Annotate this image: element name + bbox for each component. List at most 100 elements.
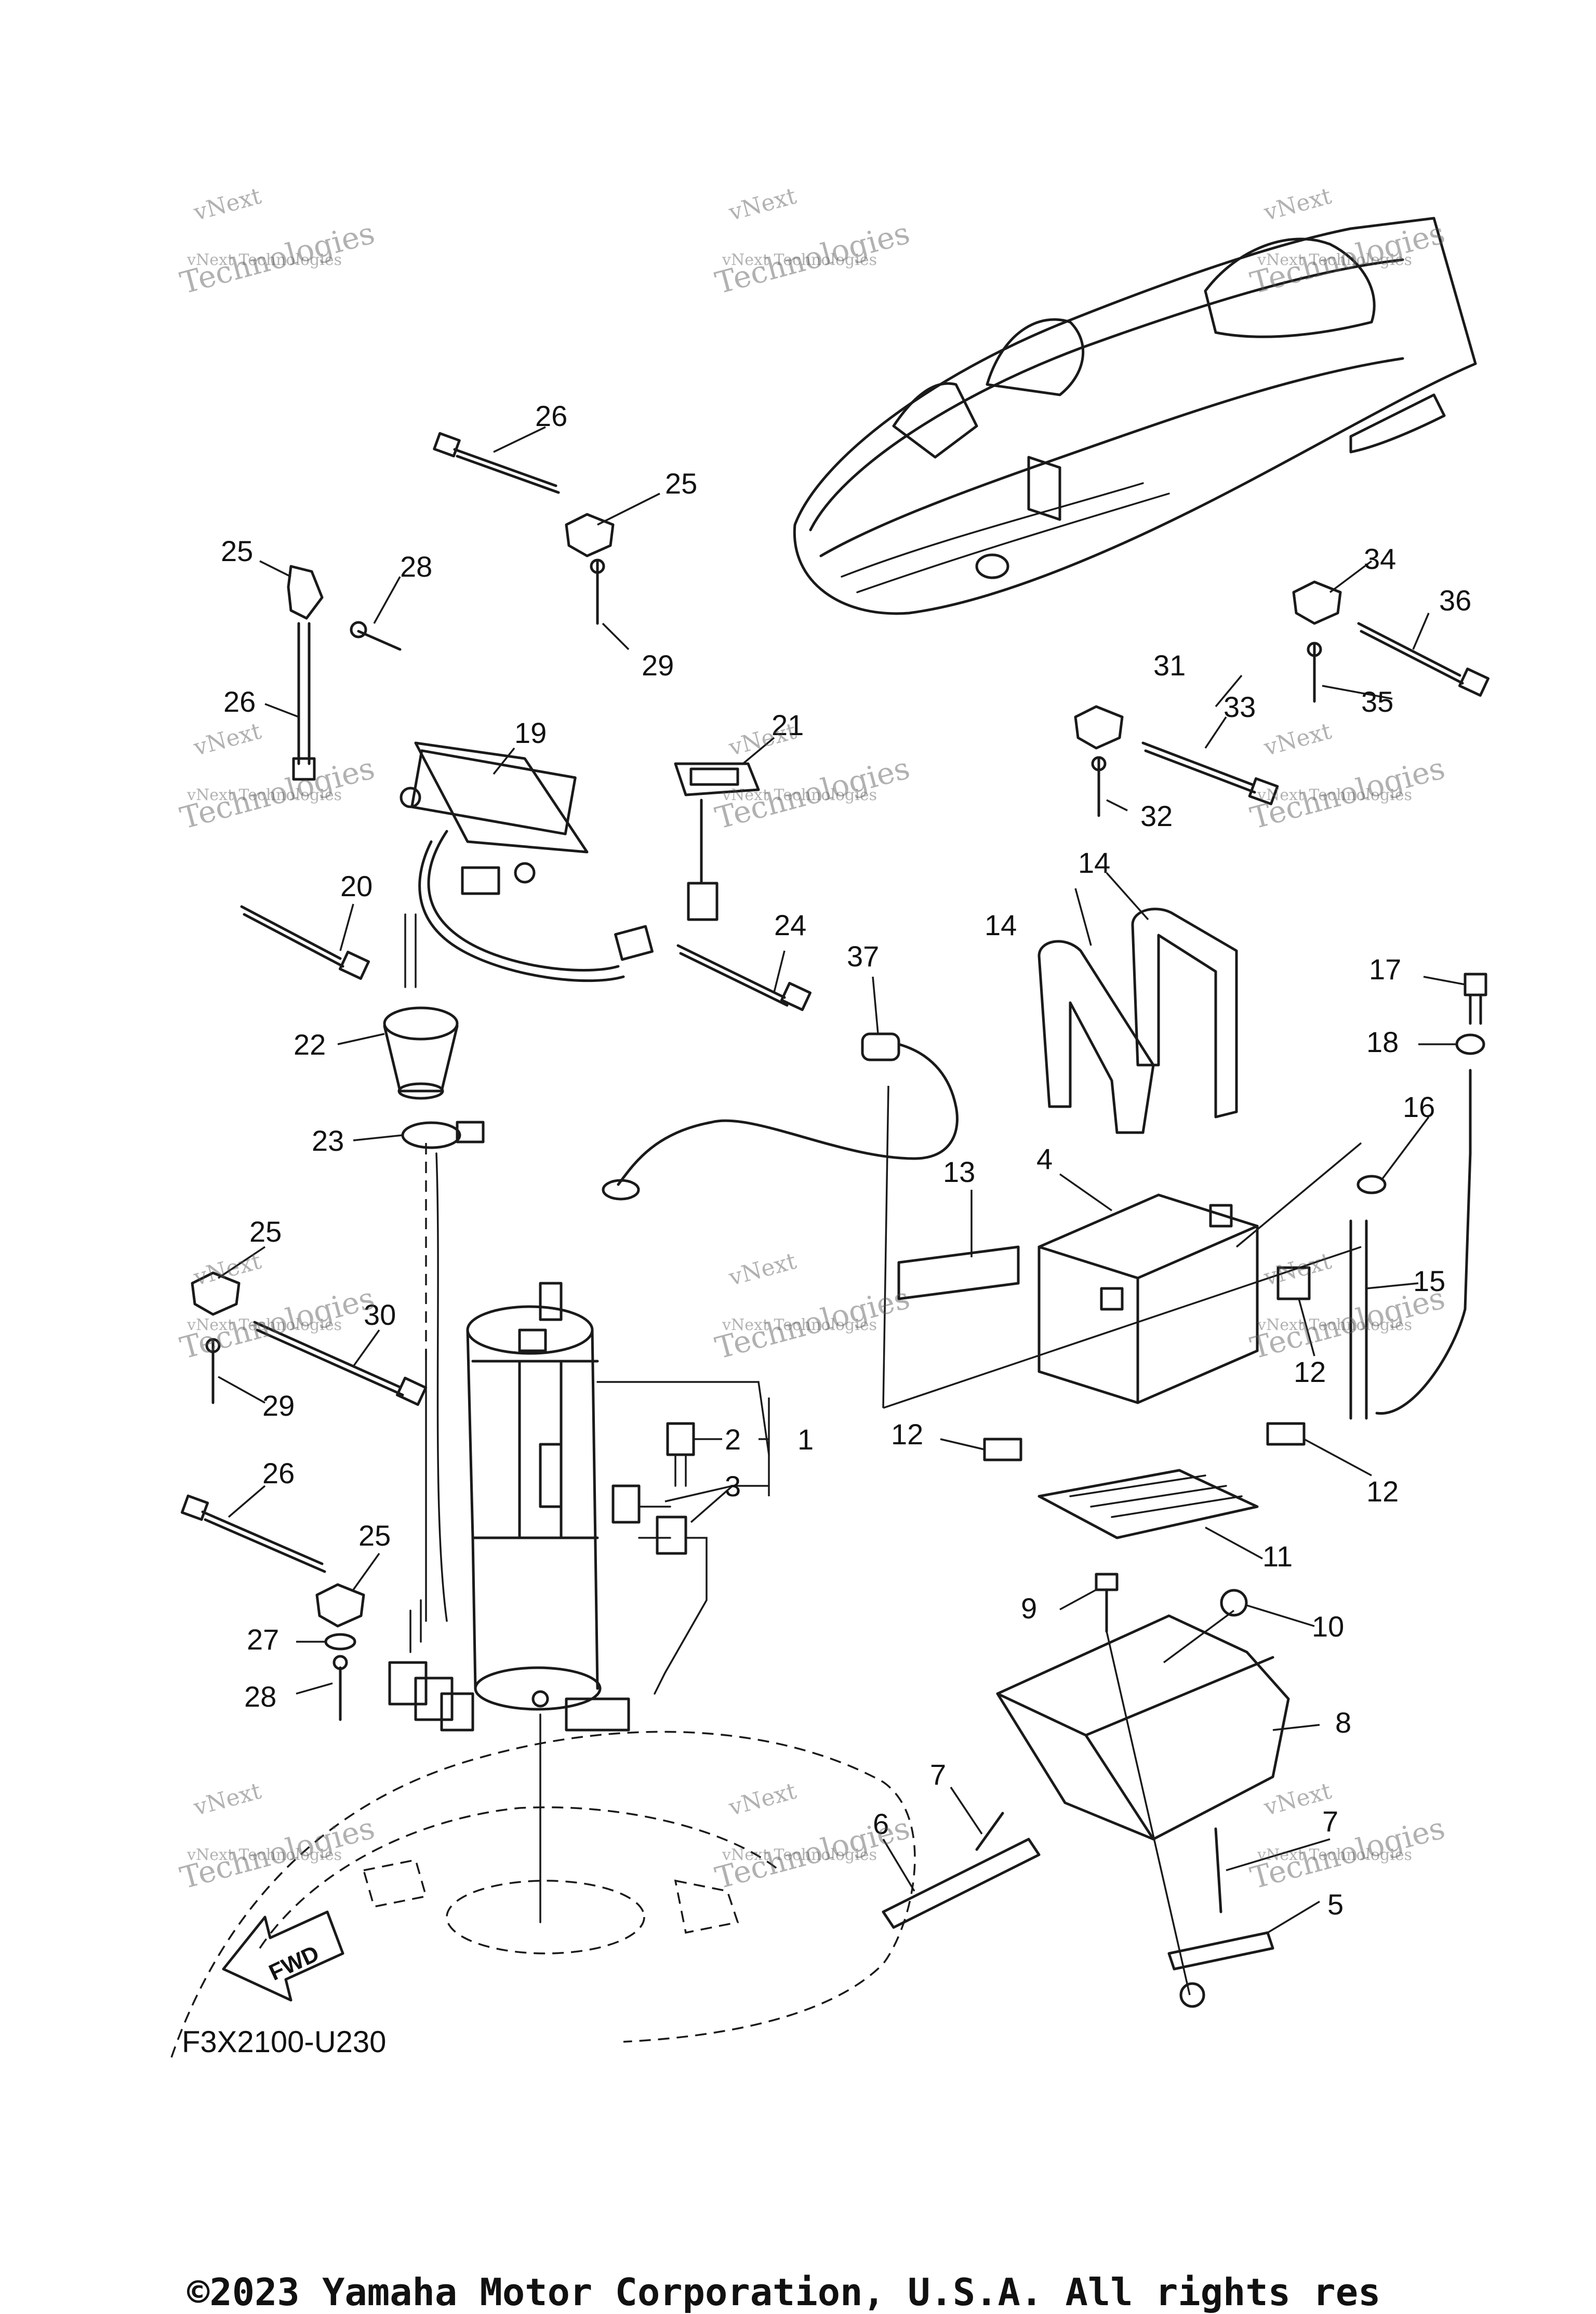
callout-26: 26 <box>535 400 567 432</box>
svg-text:vNext: vNext <box>726 1248 800 1292</box>
level-sensor-3 <box>565 1484 708 1732</box>
nut-10 <box>1220 1589 1248 1617</box>
clamp-25-top <box>565 513 615 625</box>
svg-text:vNext: vNext <box>1261 718 1335 762</box>
svg-text:vNext Technologies: vNext Technologies <box>187 1316 342 1334</box>
pad-12-b <box>1266 1422 1306 1446</box>
callout-numbers: 26 25 25 28 29 26 19 21 20 24 37 22 23 2… <box>221 400 1471 1921</box>
svg-text:vNext Technologies: vNext Technologies <box>187 251 342 269</box>
joint-16 <box>1356 1175 1387 1194</box>
callout-33: 33 <box>1223 690 1256 723</box>
bracket-6 <box>882 1838 1041 1929</box>
callout-25: 25 <box>221 535 253 567</box>
svg-text:vNext: vNext <box>1261 1248 1335 1292</box>
svg-text:vNext Technologies: vNext Technologies <box>1257 251 1412 269</box>
callout-19: 19 <box>514 716 547 749</box>
cable-tie-24 <box>676 944 812 1012</box>
box-leader-lines <box>1106 1610 1235 1996</box>
callout-29: 29 <box>642 649 674 682</box>
grommet-22 <box>383 1006 459 1100</box>
breather-hose <box>1375 1069 1472 1415</box>
callout-35: 35 <box>1361 685 1393 718</box>
svg-text:vNext: vNext <box>1261 183 1335 227</box>
connector-2 <box>666 1422 695 1487</box>
svg-text:vNext: vNext <box>191 1248 264 1292</box>
callout-14: 14 <box>985 909 1017 941</box>
cable-tie-26-lower <box>180 1494 326 1573</box>
callout-8: 8 <box>1335 1706 1351 1739</box>
svg-text:vNext Technologies: vNext Technologies <box>722 251 877 269</box>
rivet-7-left <box>975 1812 1004 1851</box>
clamp-31 <box>1074 705 1124 817</box>
svg-text:vNext: vNext <box>726 1778 800 1821</box>
switch-21 <box>674 762 760 921</box>
fwd-label: FWD <box>265 1940 323 1986</box>
svg-text:vNext Technologies: vNext Technologies <box>1257 786 1412 804</box>
callout-2: 2 <box>725 1423 741 1456</box>
copyright-notice: ©2023 Yamaha Motor Corporation, U.S.A. A… <box>187 2270 1381 2314</box>
callout-27: 27 <box>247 1623 279 1656</box>
breather-tube-15 <box>1349 1219 1368 1420</box>
clip-18 <box>1455 1033 1485 1055</box>
callout-14: 14 <box>1078 846 1110 879</box>
callout-7: 7 <box>1322 1805 1338 1838</box>
callout-11: 11 <box>1262 1540 1293 1573</box>
svg-text:vNext: vNext <box>726 183 800 227</box>
callout-32: 32 <box>1140 800 1173 832</box>
callout-21: 21 <box>772 709 804 741</box>
rivet-7-right <box>1214 1827 1222 1913</box>
callout-28: 28 <box>400 550 432 583</box>
callout-12: 12 <box>891 1418 923 1451</box>
clamp-25-left <box>287 565 402 651</box>
harness-wire <box>435 1152 448 1622</box>
clamp-25-lower <box>315 1583 365 1628</box>
callout-4: 4 <box>1036 1142 1053 1175</box>
callout-1: 1 <box>797 1423 814 1456</box>
callout-26: 26 <box>223 685 256 718</box>
callout-26: 26 <box>262 1457 295 1490</box>
callout-16: 16 <box>1403 1090 1435 1123</box>
callout-17: 17 <box>1369 953 1401 986</box>
svg-text:vNext Technologies: vNext Technologies <box>1257 1316 1412 1334</box>
rivet-28-lower <box>332 1655 348 1721</box>
svg-text:vNext Technologies: vNext Technologies <box>187 786 342 804</box>
callout-18: 18 <box>1366 1026 1399 1058</box>
svg-text:vNext: vNext <box>191 183 264 227</box>
callout-24: 24 <box>774 909 806 941</box>
callout-36: 36 <box>1439 584 1471 617</box>
fuel-pump-assembly-1 <box>466 1282 602 1711</box>
cable-tie-26-top <box>433 432 560 494</box>
harness-connector-block <box>388 1661 474 1732</box>
callout-12: 12 <box>1366 1475 1399 1508</box>
battery-band-14-right <box>1131 908 1238 1119</box>
callout-7: 7 <box>930 1758 946 1791</box>
fuel-pump-harness-19 <box>400 741 654 988</box>
callout-28: 28 <box>244 1680 276 1713</box>
svg-text:vNext Technologies: vNext Technologies <box>722 1846 877 1864</box>
callout-34: 34 <box>1364 542 1396 575</box>
callout-9: 9 <box>1021 1592 1037 1625</box>
callout-25: 25 <box>249 1215 282 1248</box>
sensor-cable-37 <box>602 1032 959 1201</box>
callout-29: 29 <box>262 1389 295 1422</box>
svg-text:vNext Technologies: vNext Technologies <box>722 786 877 804</box>
callout-13: 13 <box>943 1155 975 1188</box>
svg-text:vNext Technologies: vNext Technologies <box>722 1316 877 1334</box>
callout-leaders <box>218 426 1466 1934</box>
bracket-5 <box>1167 1931 1274 2008</box>
svg-text:vNext: vNext <box>191 1778 264 1821</box>
callout-25: 25 <box>358 1519 391 1552</box>
hull-outline <box>170 1713 916 2058</box>
callout-10: 10 <box>1312 1610 1344 1643</box>
callout-22: 22 <box>294 1028 326 1061</box>
callout-20: 20 <box>340 870 373 902</box>
fuel-pump-bracket-line <box>596 1381 770 1456</box>
battery-box-8 <box>996 1614 1290 1841</box>
diagram-code: F3X2100-U230 <box>182 2025 386 2059</box>
plate-13 <box>897 1245 1020 1300</box>
watercraft-illustration <box>793 217 1477 615</box>
band-23 <box>401 1121 485 1149</box>
battery-leader-lines <box>882 1085 1362 1409</box>
callout-12: 12 <box>1294 1355 1326 1388</box>
